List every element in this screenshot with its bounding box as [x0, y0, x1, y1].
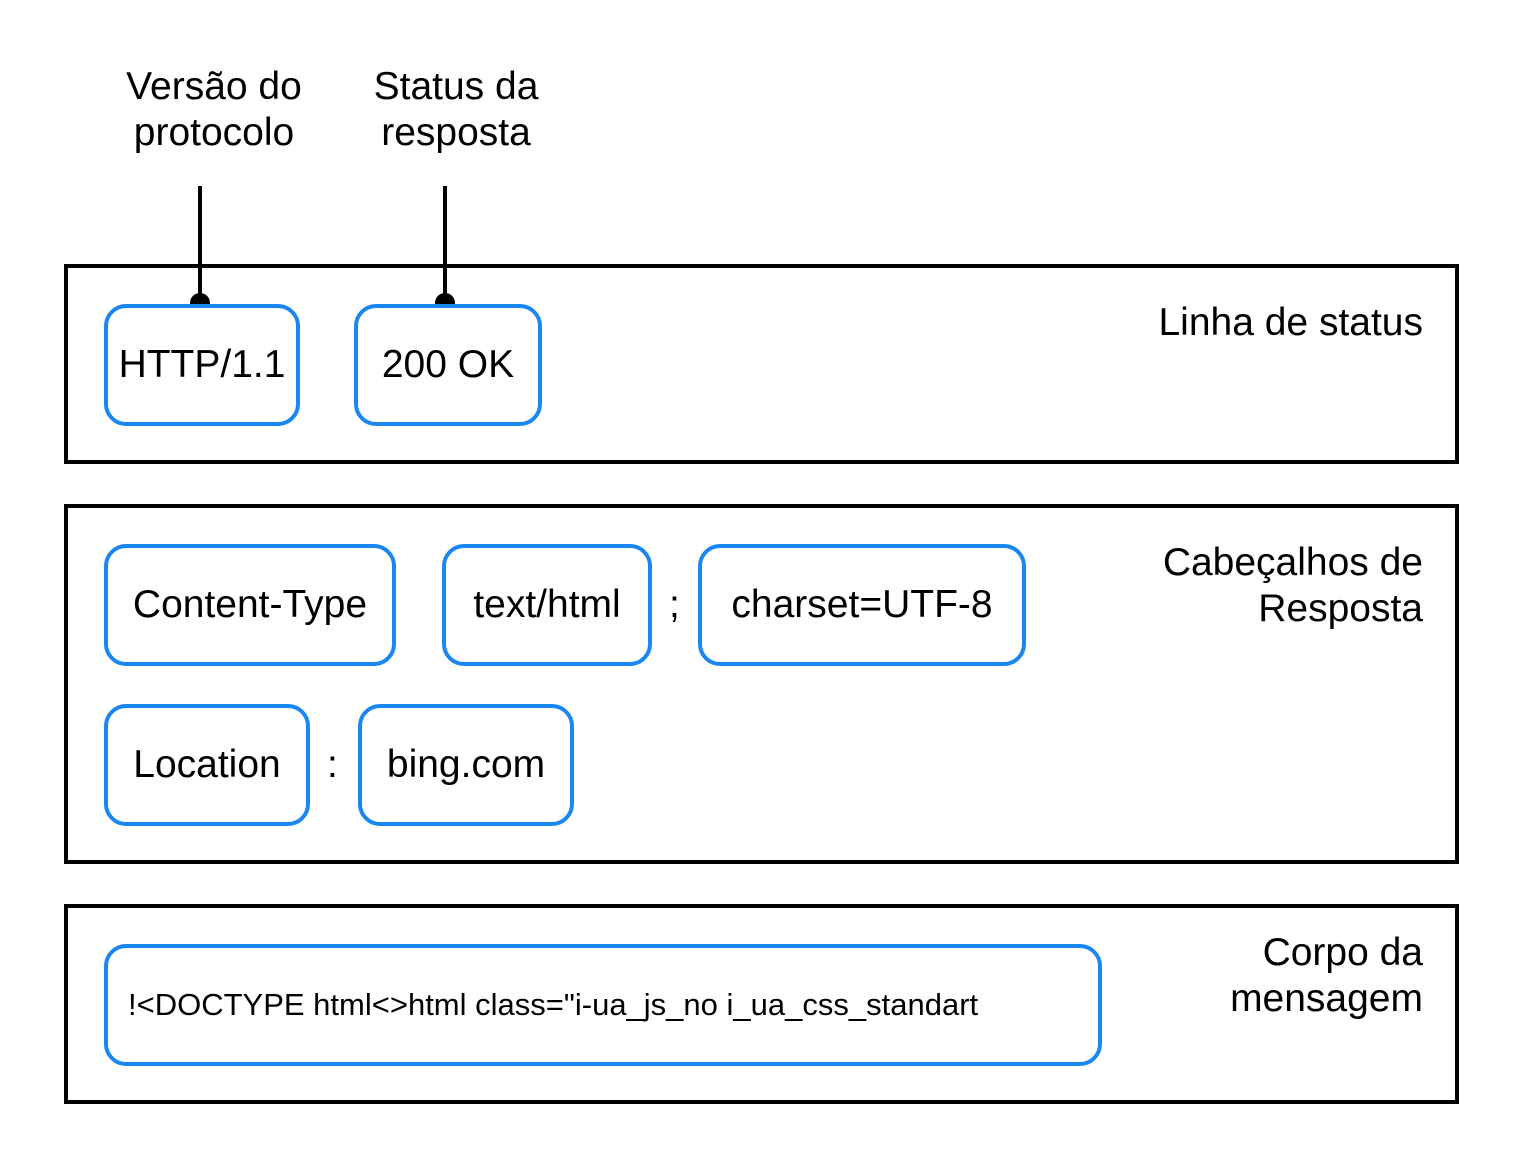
header-value-chip-bing: bing.com	[358, 704, 574, 826]
header-name-chip-content-type: Content-Type	[104, 544, 396, 666]
semicolon-separator: ;	[669, 583, 680, 626]
callout-line-1: Versão do	[126, 65, 302, 108]
header-param-chip-charset: charset=UTF-8	[698, 544, 1026, 666]
callout-line-1: Status da	[373, 65, 539, 108]
response-headers-label: Cabeçalhos de Resposta	[1163, 540, 1423, 632]
header-value-chip-text-html: text/html	[442, 544, 652, 666]
status-code-chip: 200 OK	[354, 304, 542, 426]
response-status-callout: Status da resposta	[336, 64, 576, 156]
response-headers-label-line-2: Resposta	[1258, 587, 1423, 630]
status-line-label-text: Linha de status	[1158, 301, 1423, 344]
header-name-chip-location: Location	[104, 704, 310, 826]
message-body-label: Corpo da mensagem	[1230, 930, 1423, 1022]
message-body-section: Corpo da mensagem !<DOCTYPE html<>html c…	[64, 904, 1459, 1104]
status-line-section: Linha de status HTTP/1.1 200 OK	[64, 264, 1459, 464]
response-headers-section: Cabeçalhos de Resposta Content-Type text…	[64, 504, 1459, 864]
protocol-version-leader-line	[198, 186, 202, 300]
callout-line-2: protocolo	[133, 111, 295, 154]
message-body-label-line-2: mensagem	[1230, 977, 1423, 1020]
response-status-leader-line	[443, 186, 447, 300]
status-line-label: Linha de status	[1158, 300, 1423, 346]
response-headers-label-line-1: Cabeçalhos de	[1162, 541, 1423, 584]
protocol-version-callout: Versão do protocolo	[94, 64, 334, 156]
protocol-version-chip: HTTP/1.1	[104, 304, 300, 426]
message-body-label-line-1: Corpo da	[1262, 931, 1423, 974]
message-body-content-chip: !<DOCTYPE html<>html class="i-ua_js_no i…	[104, 944, 1102, 1066]
colon-separator: :	[327, 743, 338, 786]
callout-line-2: resposta	[381, 111, 531, 154]
